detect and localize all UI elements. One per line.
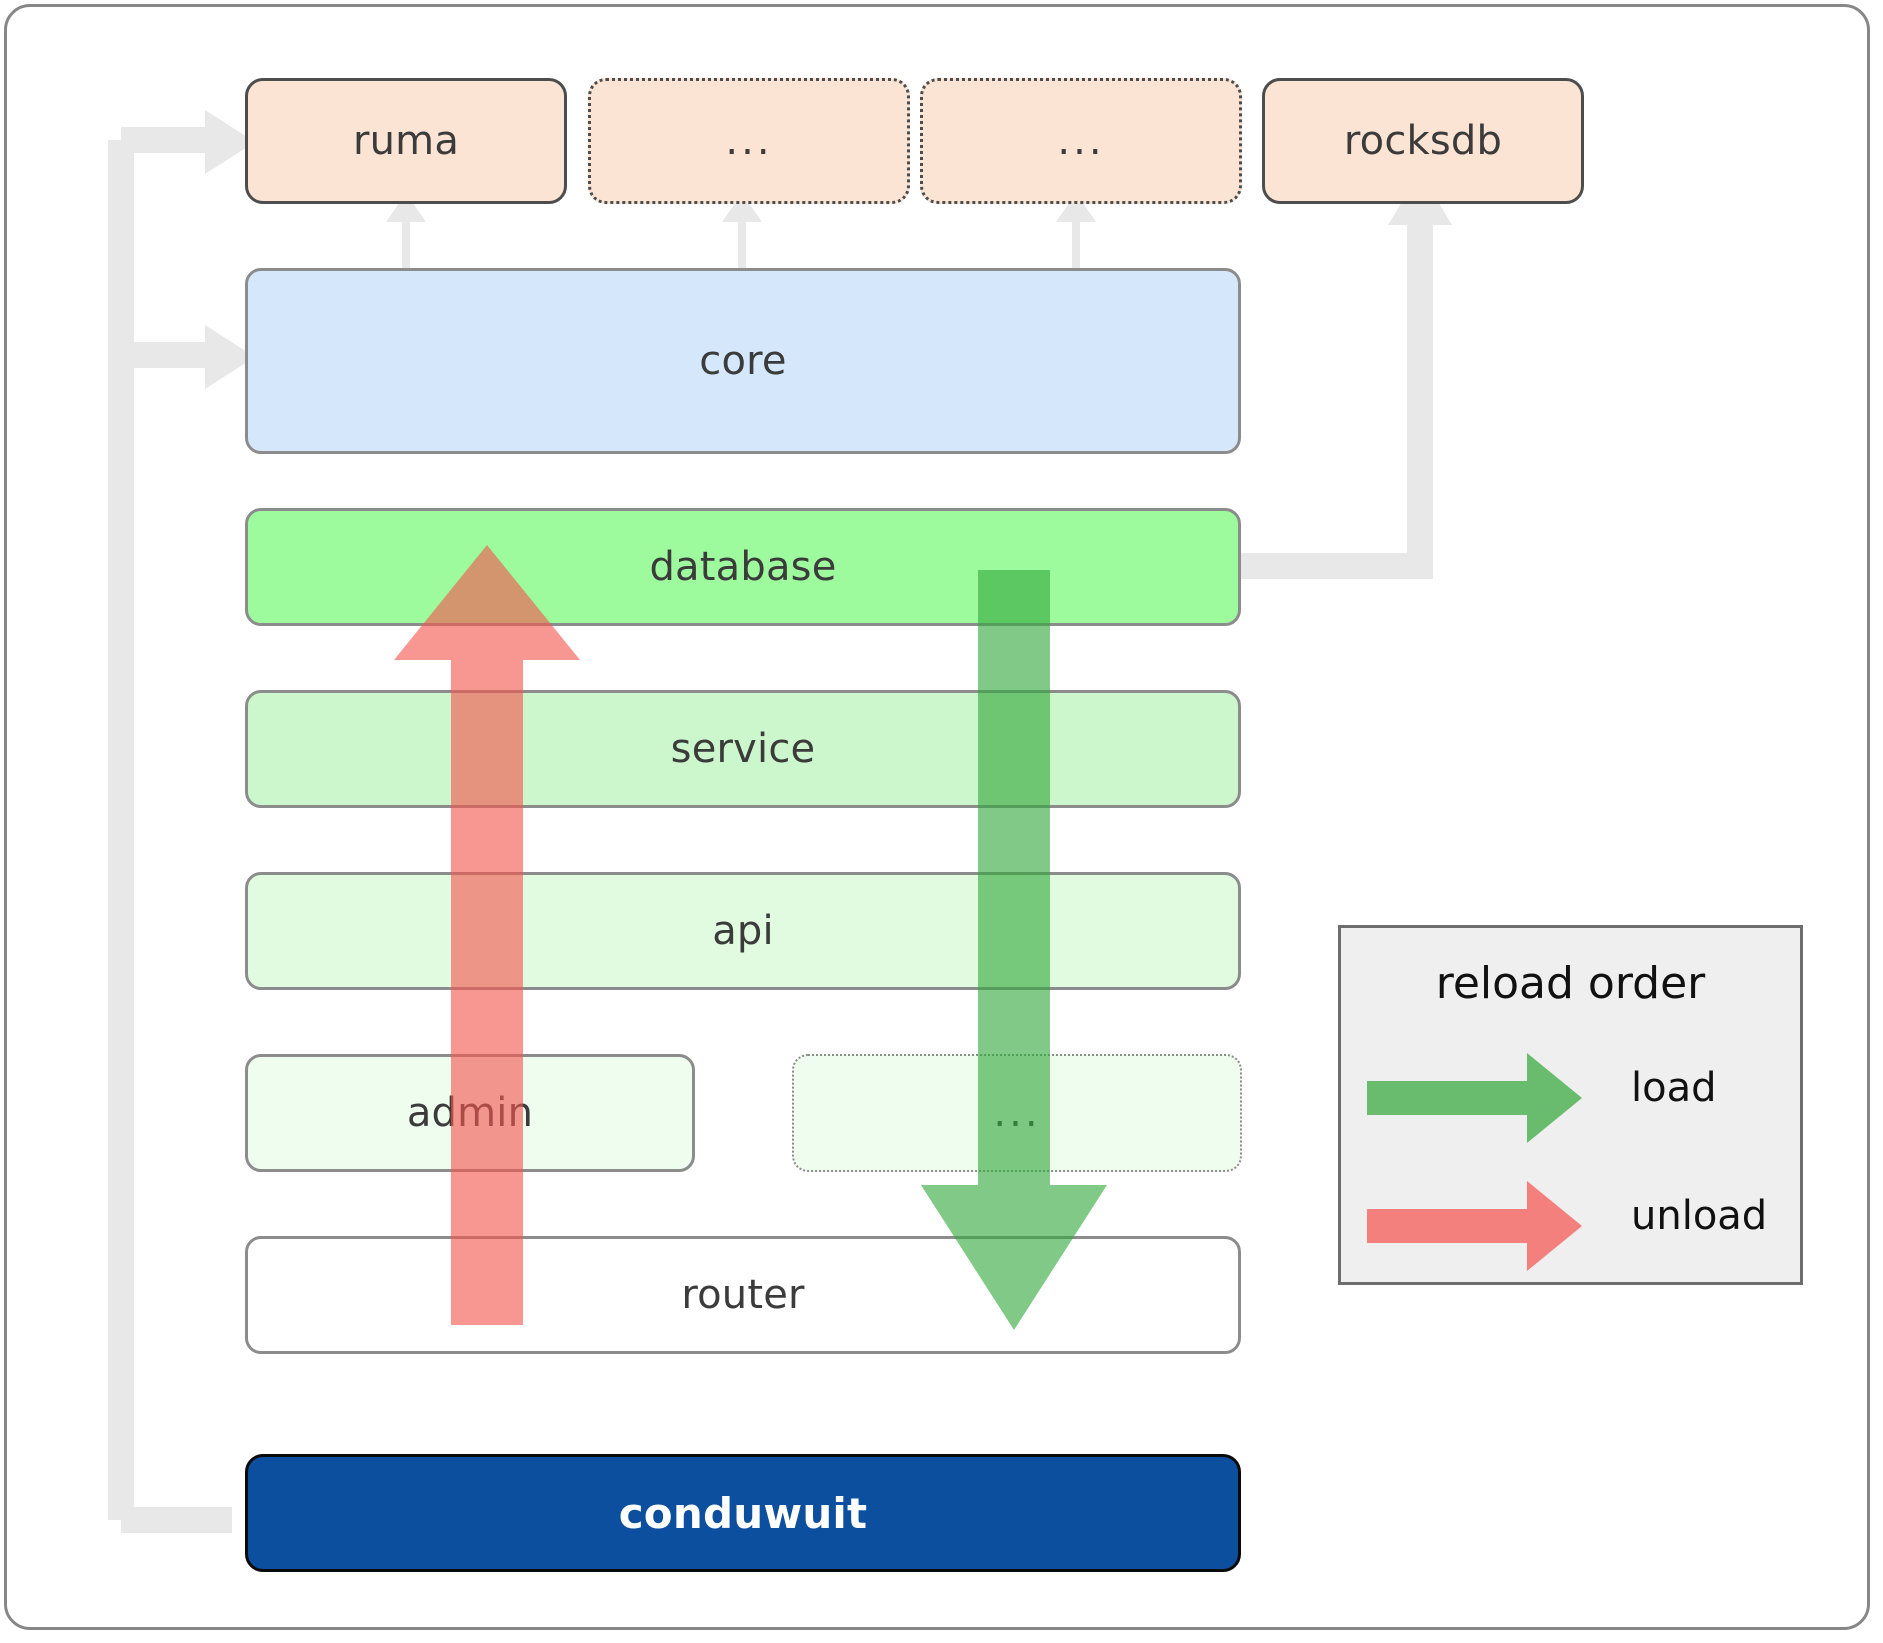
node-dep-ellipsis-1-label: ... <box>725 118 773 164</box>
legend-panel: reload order load unload <box>1338 925 1803 1285</box>
node-rocksdb[interactable]: rocksdb <box>1262 78 1584 204</box>
node-api[interactable]: api <box>245 872 1241 990</box>
legend-load-arrow-icon <box>1367 1053 1582 1143</box>
node-service-label: service <box>670 726 816 772</box>
diagram-frame <box>4 4 1870 1630</box>
node-database[interactable]: database <box>245 508 1241 626</box>
node-database-label: database <box>649 544 837 590</box>
node-ruma[interactable]: ruma <box>245 78 567 204</box>
node-api-label: api <box>712 908 774 954</box>
node-core-label: core <box>699 338 787 384</box>
node-ruma-label: ruma <box>352 118 460 164</box>
node-admin-label: admin <box>406 1090 534 1136</box>
node-router-label: router <box>681 1272 805 1318</box>
node-layer-ellipsis-label: ... <box>993 1090 1041 1136</box>
node-conduwuit-label: conduwuit <box>618 1488 868 1538</box>
node-dep-ellipsis-2[interactable]: ... <box>920 78 1242 204</box>
node-conduwuit[interactable]: conduwuit <box>245 1454 1241 1572</box>
node-admin[interactable]: admin <box>245 1054 695 1172</box>
node-dep-ellipsis-2-label: ... <box>1057 118 1105 164</box>
legend-title: reload order <box>1435 958 1706 1009</box>
node-dep-ellipsis-1[interactable]: ... <box>588 78 910 204</box>
legend-row-unload: unload <box>1341 1181 1800 1271</box>
legend-unload-arrow-icon <box>1367 1181 1582 1271</box>
node-rocksdb-label: rocksdb <box>1343 118 1503 164</box>
node-router[interactable]: router <box>245 1236 1241 1354</box>
node-layer-ellipsis[interactable]: ... <box>792 1054 1242 1172</box>
legend-load-label: load <box>1631 1065 1717 1111</box>
node-service[interactable]: service <box>245 690 1241 808</box>
node-core[interactable]: core <box>245 268 1241 454</box>
legend-unload-label: unload <box>1631 1193 1768 1239</box>
legend-row-load: load <box>1341 1053 1800 1143</box>
